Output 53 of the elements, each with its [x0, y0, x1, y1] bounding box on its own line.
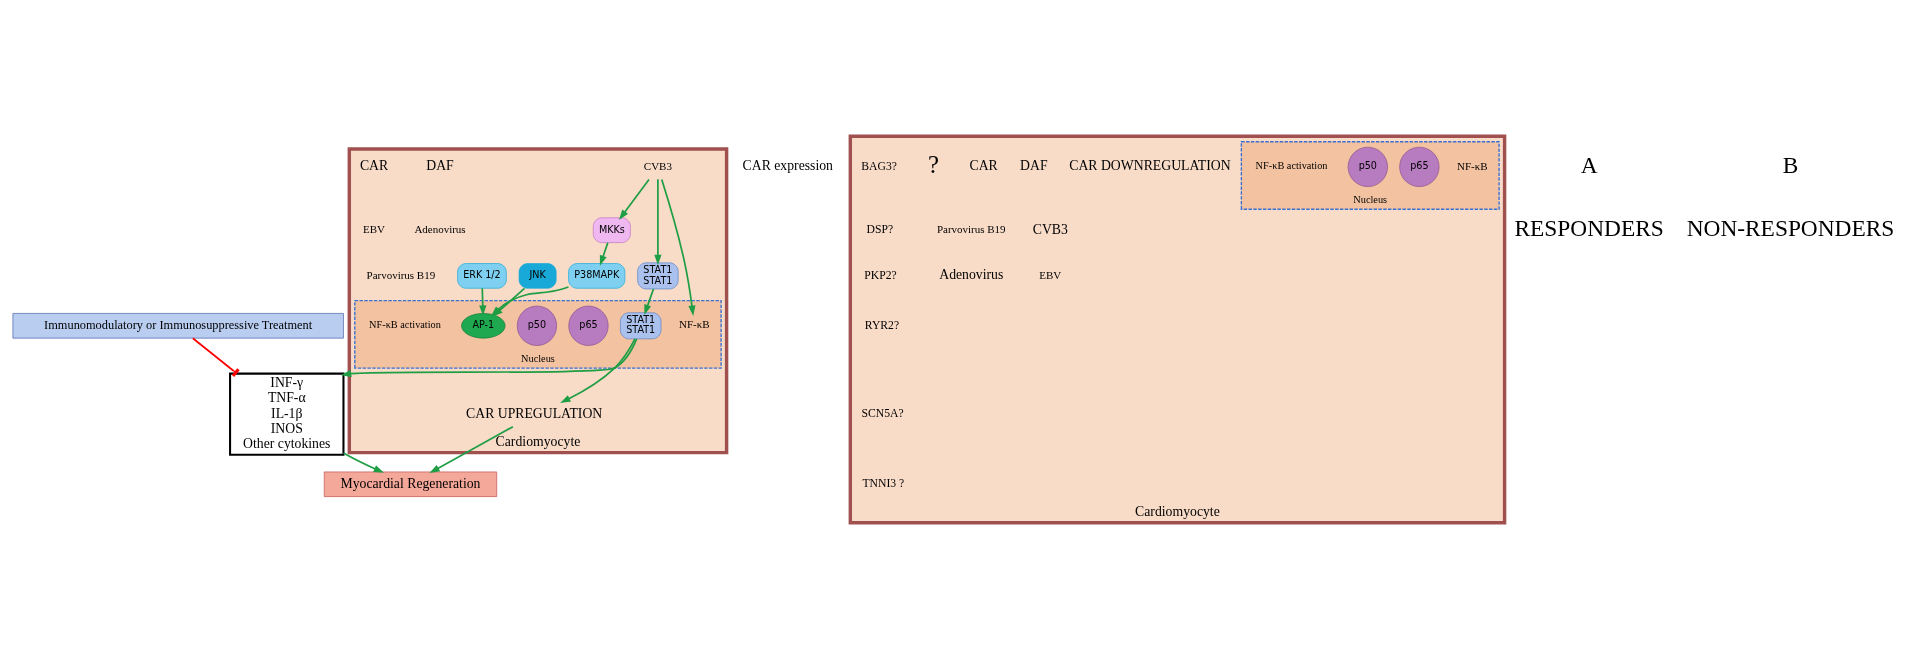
label: NF-κB activation	[369, 318, 441, 330]
label: RYR2?	[864, 318, 900, 332]
label: BAG3?	[861, 159, 898, 173]
label: DAF	[1020, 157, 1048, 173]
label: Parvovirus B19	[366, 268, 436, 281]
node-circle: p65	[568, 305, 609, 346]
arrow	[618, 178, 650, 220]
label: DSP?	[866, 222, 894, 236]
arrow	[429, 425, 514, 473]
arrow	[660, 178, 696, 316]
node-box: STAT1 STAT1	[637, 262, 679, 289]
arrow	[654, 177, 662, 265]
node-circle: p65	[1399, 146, 1440, 187]
connector	[191, 336, 240, 377]
label: ?	[927, 150, 939, 178]
node-circle: p50	[516, 305, 557, 346]
node-box: Myocardial Regeneration	[323, 471, 498, 497]
label: RESPONDERS	[1514, 214, 1664, 241]
node-text: CVB3	[643, 159, 672, 172]
label: EBV	[363, 222, 386, 235]
arrow	[342, 451, 385, 473]
label: NF-κB activation	[1255, 159, 1328, 171]
label: Parvovirus B19	[936, 222, 1006, 235]
label: Adenovirus	[939, 266, 1004, 282]
node-text: CAR UPREGULATION	[466, 405, 603, 421]
label: A	[1580, 151, 1598, 178]
label: EBV	[1039, 268, 1062, 281]
node-text: CAR DOWNREGULATION	[1069, 157, 1231, 173]
label: Adenovirus	[414, 222, 466, 235]
label: CVB3	[1032, 221, 1068, 237]
label: PKP2?	[864, 268, 897, 282]
node-box: Immunomodulatory or Immunosuppressive Treatment	[12, 312, 344, 338]
node-box: JNK	[518, 262, 557, 289]
label: B	[1782, 151, 1799, 178]
node-circle: p50	[1347, 146, 1388, 187]
label: TNNI3 ?	[862, 476, 905, 490]
label: SCN5A?	[861, 406, 904, 420]
node-box: INF-γ TNF-α IL-1β INOS Other cytokines	[229, 372, 345, 456]
arrow	[560, 337, 636, 403]
node-text: NF-κB	[679, 317, 710, 330]
node-ellipse: AP-1	[461, 312, 506, 338]
node-text: CAR expression	[742, 157, 833, 173]
arrow	[644, 287, 655, 315]
label: CAR	[969, 157, 998, 173]
node-box: STAT1 STAT1	[620, 311, 662, 339]
node-text: NF-κB	[1457, 159, 1488, 172]
node-box: P38MAPK	[568, 262, 626, 289]
label: NON-RESPONDERS	[1686, 214, 1895, 241]
label: DAF	[426, 157, 454, 173]
node-box: ERK 1/2	[457, 262, 507, 289]
node-box: MKKs	[592, 216, 631, 243]
label: CAR	[359, 157, 389, 173]
arrow	[340, 337, 638, 377]
